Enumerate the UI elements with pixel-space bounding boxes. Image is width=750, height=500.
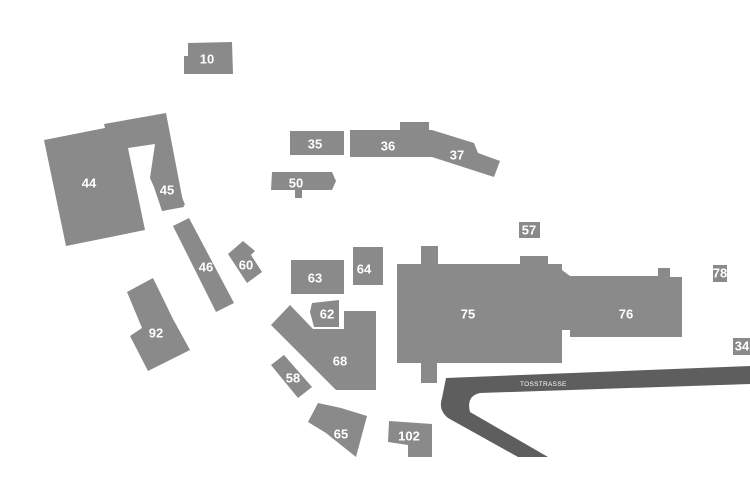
building-label: 102 (398, 428, 420, 443)
building-label: 68 (333, 353, 347, 368)
building-44[interactable]: 44 (44, 113, 184, 246)
building-label: 46 (199, 259, 213, 274)
building-label: 75 (461, 306, 475, 321)
building-label: 44 (82, 175, 97, 190)
building-label: 63 (308, 270, 322, 285)
building-label: 78 (713, 265, 727, 280)
building-34[interactable]: 34 (733, 338, 750, 355)
building-label: 10 (200, 51, 214, 66)
building-63[interactable]: 63 (291, 260, 344, 294)
building-label: 57 (522, 222, 536, 237)
building-label: 37 (450, 147, 464, 162)
building-36[interactable]: 36 (350, 122, 432, 157)
building-label: 36 (381, 138, 395, 153)
building-92[interactable]: 92 (127, 278, 190, 371)
building-78[interactable]: 78 (713, 265, 727, 282)
road-tosstrasse: TOSSTRASSE (440, 366, 750, 457)
building-102[interactable]: 102 (388, 421, 432, 457)
building-62[interactable]: 62 (310, 300, 339, 327)
building-76[interactable]: 76 (562, 268, 682, 337)
building-35[interactable]: 35 (290, 131, 344, 155)
building-64[interactable]: 64 (353, 247, 383, 285)
building-label: 35 (308, 136, 322, 151)
street-label-tosstrasse: TOSSTRASSE (520, 381, 567, 388)
building-50[interactable]: 50 (271, 172, 336, 198)
building-45[interactable]: 45 (152, 176, 185, 211)
building-68[interactable]: 68 (271, 305, 376, 390)
building-label: 58 (286, 370, 300, 385)
building-10[interactable]: 10 (184, 42, 233, 74)
building-label: 76 (619, 306, 633, 321)
building-label: 62 (320, 306, 334, 321)
building-label: 92 (149, 325, 163, 340)
building-37[interactable]: 37 (432, 130, 500, 177)
building-label: 64 (357, 261, 372, 276)
building-label: 50 (289, 175, 303, 190)
building-label: 60 (239, 257, 253, 272)
building-65[interactable]: 65 (308, 403, 367, 457)
building-60[interactable]: 60 (228, 241, 262, 283)
building-label: 34 (735, 338, 750, 353)
building-75[interactable]: 75 (397, 246, 562, 383)
building-58[interactable]: 58 (271, 355, 312, 398)
building-57[interactable]: 57 (519, 222, 540, 238)
building-label: 65 (334, 426, 348, 441)
building-label: 45 (160, 182, 174, 197)
building-46[interactable]: 46 (173, 218, 234, 312)
